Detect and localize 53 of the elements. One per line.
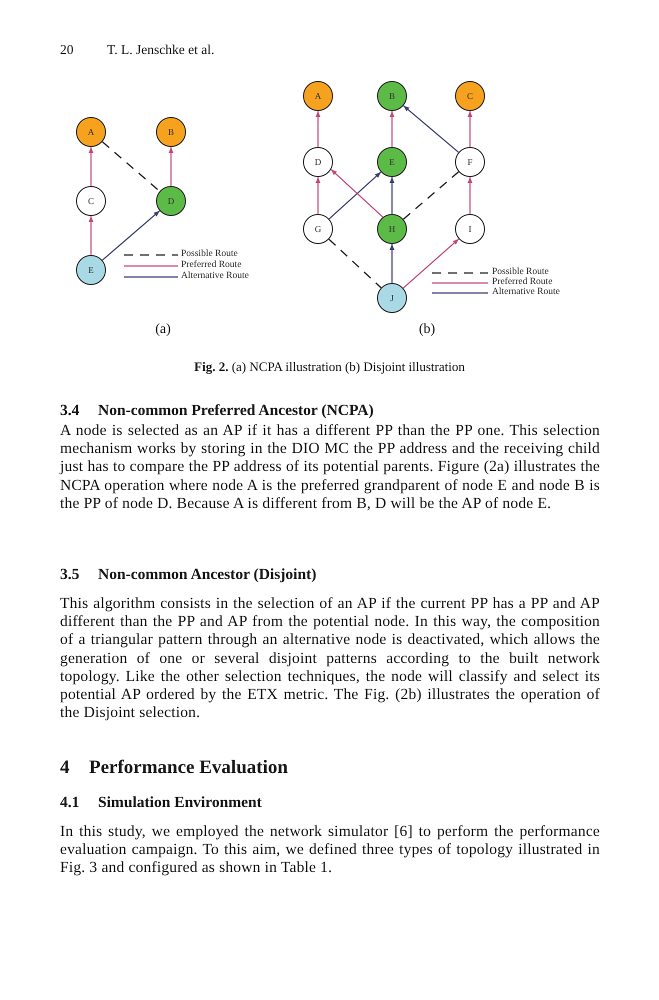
possible-route-line [402, 171, 460, 220]
section-heading: Non-common Ancestor (Disjoint) [98, 566, 316, 584]
node-label: E [88, 265, 94, 275]
subfigure-label: (a) [155, 321, 171, 339]
section-number: 3.4 [60, 402, 80, 420]
section-number: 3.5 [60, 566, 80, 584]
legend-label: Alternative Route [492, 287, 560, 298]
node-label: I [468, 224, 472, 234]
body-paragraph: In this study, we employed the network simulator [6] to perform the performance evaluation campaign. To this aim, we defined three types of topology illustrated in Fig. 3 and configured as shown in Table 1. [60, 823, 600, 878]
preferred-route-arrow [88, 216, 94, 255]
legend-label: Possible Route [492, 267, 549, 277]
node-label: A [88, 127, 94, 137]
section-heading: Non-common Preferred Ancestor (NCPA) [98, 402, 374, 420]
legend-label: Preferred Route [492, 277, 552, 287]
node-label: B [388, 91, 395, 101]
page-number: 20 [60, 41, 74, 59]
node-label: F [467, 157, 472, 167]
possible-route-line [102, 141, 160, 192]
preferred-route-arrow [316, 111, 320, 147]
body-paragraph: This algorithm consists in the selection of an AP if the current PP has a PP and AP different than the PP and AP from the potential node. In this way, the composition of a triangular pattern through an alternative node is deactivated, which allows the generation of one or several disjoint patterns according to the built network topology. Like the other selection techniques, the node will classify and select its potential AP ordered by the ETX metric. The Fig. (2b) illustrates the operation of the Disjoint selection. [60, 595, 600, 722]
preferred-route-arrow [168, 147, 174, 186]
preferred-route-arrow [402, 238, 460, 288]
possible-route-line [328, 238, 382, 288]
node-label: H [388, 224, 396, 234]
alternative-route-arrow [390, 244, 394, 283]
preferred-route-arrow [88, 147, 94, 186]
legend-label: Possible Route [181, 249, 238, 260]
legend-label: Preferred Route [181, 260, 242, 271]
subfigure-label: (b) [418, 321, 436, 339]
preferred-route-arrow [390, 111, 394, 147]
section-number: 4 [60, 756, 70, 780]
figure-caption: Fig. 2. (a) NCPA illustration (b) Disjoint illustration [194, 358, 465, 376]
section-number: 4.1 [60, 794, 80, 812]
node-label: C [466, 91, 473, 101]
node-label: J [390, 293, 394, 303]
node-label: B [168, 127, 174, 137]
alternative-route-arrow [102, 210, 160, 261]
preferred-route-arrow [468, 177, 472, 214]
node-label: G [314, 224, 322, 234]
preferred-route-arrow [316, 177, 320, 214]
node-label: D [168, 196, 174, 206]
alternative-route-arrow [390, 177, 394, 214]
alternative-route-arrow [403, 105, 459, 153]
body-paragraph: A node is selected as an AP if it has a different PP than the PP one. This selection mechanism works by storing in the DIO MC the PP address and the receiving child just has to compare the PP address of its potential parents. Figure (2a) illustrates the NCPA operation where node A is the preferred grandparent of node E and node B is the PP of node D. Because A is different from B, D will be the AP of node E. [60, 422, 600, 514]
section-heading: Simulation Environment [98, 794, 262, 812]
node-label: C [88, 196, 94, 206]
node-label: D [314, 157, 322, 167]
node-label: A [314, 91, 322, 101]
legend-label: Alternative Route [181, 271, 249, 282]
section-heading: Performance Evaluation [89, 756, 288, 780]
running-header: T. L. Jenschke et al. [107, 41, 214, 59]
node-label: E [389, 157, 395, 167]
preferred-route-arrow [468, 111, 472, 147]
